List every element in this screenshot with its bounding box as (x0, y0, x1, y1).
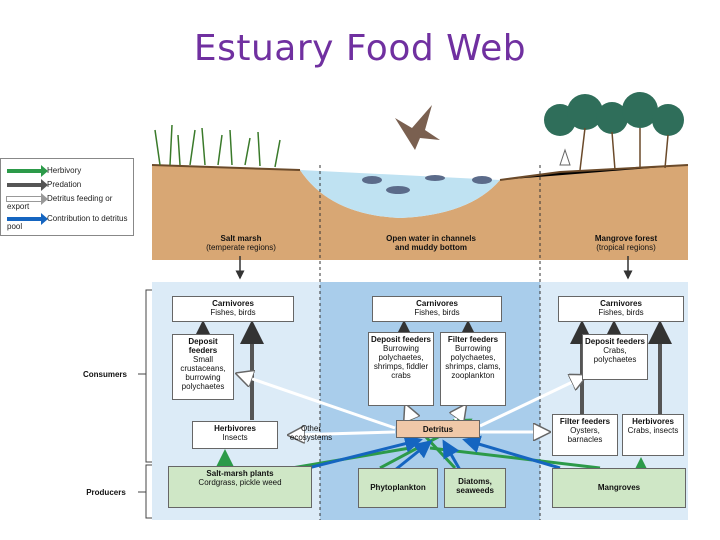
white-arrow-icon (6, 192, 48, 205)
diatoms-seaweeds-box: Diatoms, seaweeds (444, 468, 506, 508)
phytoplankton-box: Phytoplankton (358, 468, 438, 508)
detritus-contribution-arrows (299, 434, 561, 472)
fish-icons (362, 175, 492, 194)
label-producers: Producers (86, 488, 126, 497)
legend-item-contribution: Contribution to detritus pool (7, 212, 128, 231)
detritus-feeding-arrows (238, 374, 585, 435)
landscape-illustration (151, 92, 689, 260)
legend: Herbivory Predation Detritus feeding or … (0, 158, 134, 236)
osprey-icon (395, 105, 440, 150)
mangroves-box: Mangroves (552, 468, 686, 508)
legend-item-detritus-feeding: Detritus feeding or export (6, 192, 113, 211)
detritus-box: Detritus (396, 420, 480, 438)
green-arrow-icon (7, 164, 48, 177)
page-title: Estuary Food Web (193, 28, 527, 69)
label-consumers: Consumers (82, 370, 127, 379)
heron-icon (559, 148, 571, 166)
habitat-mangrove: Mangrove forest(tropical regions) (594, 234, 658, 252)
mangrove-trees (544, 92, 684, 136)
legend-item-herbivory: Herbivory (7, 164, 81, 177)
blue-arrow-icon (7, 212, 48, 225)
gray-arrow-icon (7, 178, 48, 191)
legend-item-predation: Predation (7, 178, 81, 191)
label-other-ecosystems: Other ecosystems (289, 424, 333, 442)
habitat-salt-marsh: Salt marsh(temperate regions) (206, 234, 276, 252)
